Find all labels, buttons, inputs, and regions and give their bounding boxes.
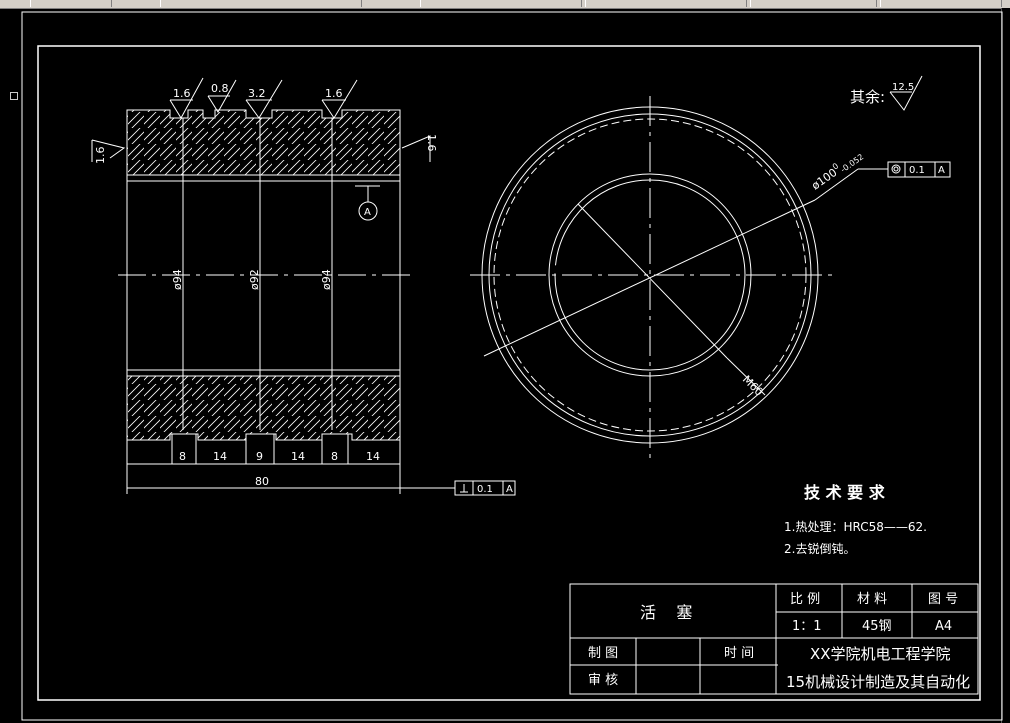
tech-req-2: 2.去锐倒钝。 — [784, 542, 855, 556]
material-label: 材 料 — [857, 592, 887, 607]
conc-tol-datum: A — [938, 165, 945, 176]
inner-frame — [37, 45, 981, 701]
perp-tol-datum: A — [506, 484, 513, 495]
material-value: 45钢 — [862, 619, 892, 634]
groove-dim-4: 14 — [291, 450, 305, 463]
drawing-no-label: 图 号 — [928, 592, 958, 607]
part-name: 活 塞 — [640, 603, 692, 622]
cad-toolbar — [0, 0, 1010, 9]
section-view — [91, 77, 516, 496]
toolbar-segment[interactable] — [585, 0, 747, 7]
outer-frame — [21, 11, 1003, 721]
time-label: 时 间 — [724, 646, 754, 661]
groove-dim-5: 8 — [331, 450, 338, 463]
scale-label: 比 例 — [790, 592, 820, 607]
drawn-label: 制 图 — [588, 646, 618, 661]
inner-dim: M60 — [740, 373, 766, 399]
other-roughness-label: 其余: — [850, 88, 885, 106]
toolbar-segment[interactable] — [880, 0, 1002, 7]
drawing-no-value: A4 — [935, 619, 952, 634]
toolbar-segment[interactable] — [750, 0, 877, 7]
overall-length: 80 — [255, 475, 269, 488]
groove-dim-3: 9 — [256, 450, 263, 463]
ucs-icon — [10, 92, 18, 100]
school-name: XX学院机电工程学院 — [810, 645, 951, 663]
groove-dim-6: 14 — [366, 450, 380, 463]
roughness-top-2: 0.8 — [211, 82, 229, 95]
class-name: 15机械设计制造及其自动化 — [786, 673, 970, 691]
dia-label-1: ø94 — [171, 269, 184, 290]
roughness-top-1: 1.6 — [173, 87, 191, 100]
tech-title: 技 术 要 求 — [804, 483, 886, 502]
toolbar-segment[interactable] — [30, 0, 112, 7]
toolbar-segment[interactable] — [420, 0, 582, 7]
title-block — [569, 583, 979, 695]
end-view — [470, 75, 951, 460]
groove-dim-1: 8 — [179, 450, 186, 463]
perp-tol-value: 0.1 — [477, 484, 493, 495]
check-label: 审 核 — [588, 673, 618, 688]
other-roughness-value: 12.5 — [892, 82, 914, 93]
dia-label-2: ø92 — [248, 269, 261, 290]
groove-dim-2: 14 — [213, 450, 227, 463]
dia-label-3: ø94 — [320, 269, 333, 290]
scale-value: 1：1 — [792, 619, 822, 634]
roughness-top-3: 3.2 — [248, 87, 266, 100]
roughness-side-left: 1.6 — [94, 147, 107, 165]
datum-a-label: A — [364, 207, 371, 218]
roughness-top-4: 1.6 — [325, 87, 343, 100]
tech-req-1: 1.热处理：HRC58——62. — [784, 520, 927, 534]
conc-tol-value: 0.1 — [909, 165, 925, 176]
roughness-side-right: 1.6 — [425, 134, 438, 152]
toolbar-segment[interactable] — [160, 0, 362, 7]
